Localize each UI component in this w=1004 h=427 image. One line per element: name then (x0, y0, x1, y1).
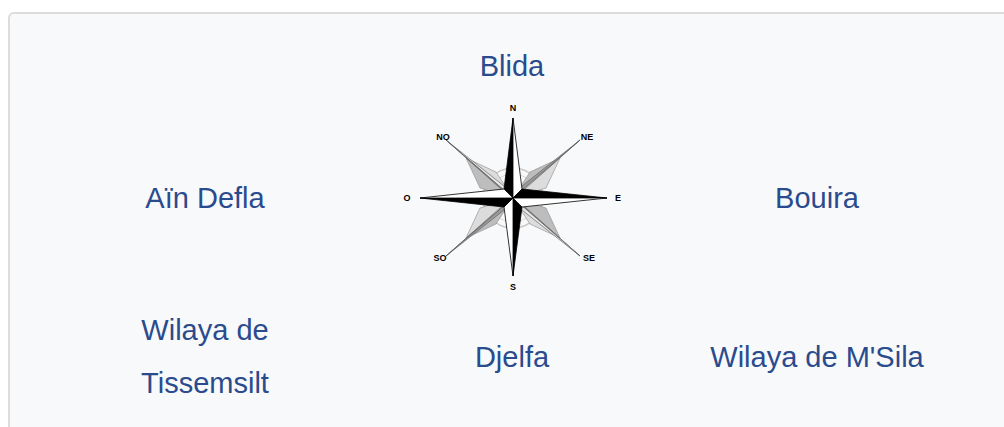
neighbour-name: Bouira (775, 172, 859, 225)
main-points (420, 118, 607, 276)
neighbour-name: Wilaya de M'Sila (710, 331, 925, 384)
neighbour-name: Aïn Defla (145, 172, 264, 225)
compass-letter: N (510, 103, 517, 113)
compass-letter: SE (583, 253, 595, 263)
compass-letter: NE (581, 132, 594, 142)
compass-letter: SO (433, 253, 446, 263)
neighbour-name: Wilaya de Tissemsilt (98, 304, 313, 410)
neighbour-name: Blida (480, 40, 545, 93)
compass-letter: NO (436, 132, 450, 142)
compass-letter: E (615, 193, 621, 203)
compass-letter: O (403, 193, 410, 203)
neighbour-name: Djelfa (475, 331, 549, 384)
compass-letter: S (510, 282, 516, 292)
